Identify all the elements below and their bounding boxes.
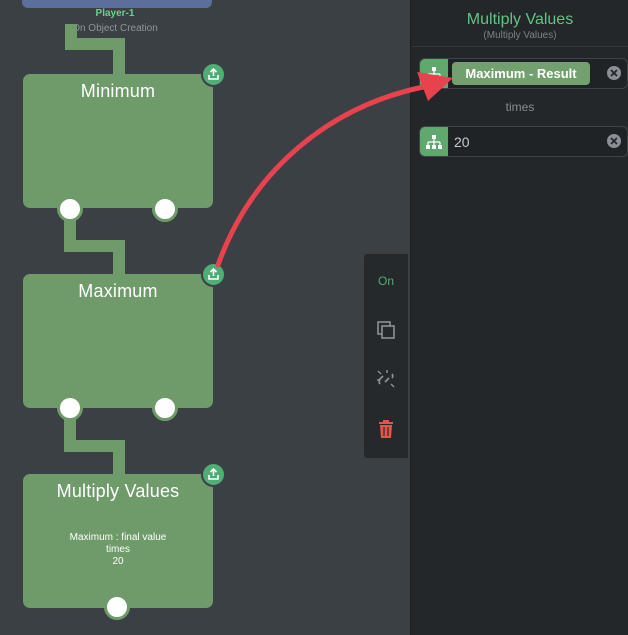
output-port[interactable] bbox=[152, 395, 178, 421]
delete-button[interactable] bbox=[364, 414, 408, 444]
connector bbox=[64, 240, 125, 252]
trash-icon bbox=[379, 420, 393, 438]
first-value-field[interactable]: Maximum - Result bbox=[419, 58, 628, 89]
second-value-field[interactable]: 20 bbox=[419, 126, 628, 157]
output-port[interactable] bbox=[173, 0, 201, 3]
properties-panel: Multiply Values (Multiply Values) Maximu… bbox=[410, 0, 628, 635]
export-icon[interactable] bbox=[201, 62, 226, 87]
connector bbox=[64, 440, 125, 452]
node-summary-line: times bbox=[106, 544, 130, 555]
input-port[interactable] bbox=[57, 395, 83, 421]
export-icon[interactable] bbox=[201, 262, 226, 287]
connector bbox=[113, 440, 125, 476]
node-summary-line: 20 bbox=[112, 556, 124, 567]
operator-label: times bbox=[505, 100, 535, 114]
connector bbox=[113, 240, 125, 276]
script-canvas[interactable]: Player-1 On Object Creation Minimum Maxi… bbox=[0, 0, 410, 635]
output-port[interactable] bbox=[104, 594, 130, 620]
panel-header: Multiply Values (Multiply Values) bbox=[411, 0, 628, 47]
duplicate-button[interactable] bbox=[364, 315, 408, 345]
clear-icon[interactable] bbox=[607, 134, 621, 148]
toggle-on-button[interactable]: On bbox=[364, 266, 408, 296]
panel-title: Multiply Values bbox=[466, 11, 574, 28]
hierarchy-icon bbox=[426, 134, 442, 149]
unlink-icon bbox=[377, 370, 395, 388]
input-port[interactable] bbox=[57, 196, 83, 222]
clock-port[interactable] bbox=[79, 0, 107, 3]
export-icon[interactable] bbox=[201, 462, 226, 487]
node-title: Minimum bbox=[80, 81, 156, 101]
unlink-button[interactable] bbox=[364, 364, 408, 394]
connector bbox=[113, 38, 125, 76]
connector bbox=[65, 38, 125, 50]
clear-icon[interactable] bbox=[607, 66, 621, 80]
value-input[interactable]: 20 bbox=[454, 134, 470, 150]
node-summary: Maximum : final value times 20 bbox=[23, 532, 213, 568]
node-maximum[interactable]: Maximum bbox=[23, 274, 213, 408]
event-node-title: Player-1 bbox=[95, 8, 135, 19]
node-title: Multiply Values bbox=[56, 481, 180, 501]
node-toolbar: On bbox=[364, 254, 408, 458]
copy-icon bbox=[377, 321, 395, 339]
hierarchy-icon bbox=[426, 66, 442, 81]
event-node-subtitle: On Object Creation bbox=[72, 23, 158, 34]
node-summary-line: Maximum : final value bbox=[69, 532, 167, 543]
output-port[interactable] bbox=[152, 196, 178, 222]
toggle-label: On bbox=[377, 274, 394, 288]
linked-value-pill[interactable]: Maximum - Result bbox=[452, 62, 590, 85]
node-minimum[interactable]: Minimum bbox=[23, 74, 213, 208]
source-selector-button[interactable] bbox=[420, 59, 448, 88]
node-multiply-values[interactable]: Multiply Values Maximum : final value ti… bbox=[23, 474, 213, 608]
source-selector-button[interactable] bbox=[420, 127, 448, 156]
panel-subtitle: (Multiply Values) bbox=[483, 30, 557, 41]
node-title: Maximum bbox=[78, 281, 158, 301]
event-node-player[interactable] bbox=[22, 0, 212, 8]
